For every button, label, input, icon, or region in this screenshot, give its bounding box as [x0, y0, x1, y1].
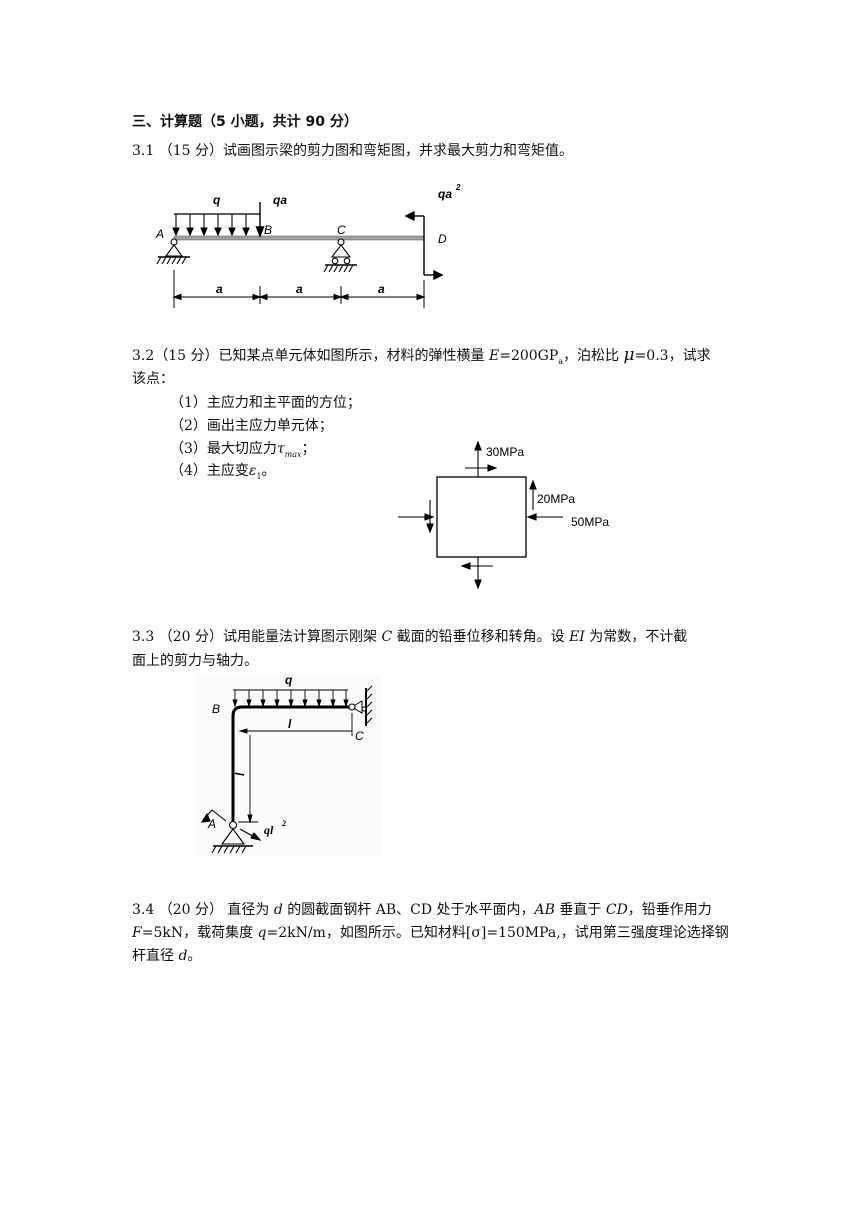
problem-3-2-line1: 3.2（15 分）已知某点单元体如图所示，材料的弹性横量 E=200GPa，泊松…	[132, 345, 711, 366]
label-q: q	[213, 193, 221, 207]
problem-3-4-line1: 3.4 （20 分） 直径为 d 的圆截面钢杆 AB、CD 处于水平面内，AB …	[132, 902, 712, 918]
beam	[173, 235, 425, 241]
dim-a-1: a	[216, 282, 223, 296]
problem-3-4-line3: 杆直径 d。	[132, 948, 202, 964]
label-qa2-exp: 2	[455, 183, 461, 192]
dimension-lines	[172, 270, 426, 308]
problem-3-3-line2: 面上的剪力与轴力。	[132, 653, 258, 669]
stress-arrows	[398, 440, 563, 590]
frame-label-c: C	[355, 729, 364, 743]
problem-3-4-line2: F=5kN，载荷集度 q=2kN/m，如图所示。已知材料[σ]=150MPa,，…	[132, 925, 729, 941]
section-title: 三、计算题（5 小题，共计 90 分）	[132, 114, 358, 130]
couple-moment-a	[200, 809, 262, 841]
stress-element	[436, 476, 527, 558]
label-qa: qa	[273, 193, 287, 207]
label-c-point: C	[337, 223, 346, 237]
frame-dimensions	[238, 713, 353, 824]
distributed-load-arrows	[172, 214, 250, 237]
couple-moment-d	[404, 210, 444, 281]
pin-support-a	[156, 238, 190, 265]
frame-label-a: A	[207, 817, 216, 831]
problem-3-2-item3: （3）最大切应力τmax；	[170, 441, 316, 459]
frame-members	[231, 705, 352, 822]
label-50mpa: 50MPa	[571, 515, 609, 529]
problem-3-2-item4: （4）主应变ε1。	[170, 463, 276, 481]
frame-label-q: q	[285, 673, 293, 687]
roller-support-c	[323, 238, 357, 273]
frame-dim-l-vertical: l	[233, 772, 247, 776]
label-a-point: A	[155, 227, 164, 241]
label-20mpa: 20MPa	[537, 492, 575, 506]
problem-3-2-item2: （2）画出主应力单元体；	[170, 418, 333, 434]
frame-label-b: B	[212, 702, 220, 716]
label-d-point: D	[438, 232, 447, 246]
wall-support-c	[348, 685, 373, 726]
problem-3-2-line2: 该点：	[132, 371, 174, 387]
label-30mpa: 30MPa	[486, 445, 524, 459]
label-qa2: qa	[438, 187, 452, 201]
label-b-point: B	[264, 223, 272, 237]
frame-load-arrows	[232, 690, 349, 708]
pin-support-frame-a	[211, 820, 253, 854]
frame-dim-l-horizontal: l	[288, 717, 292, 731]
problem-3-2-item1: （1）主应力和主平面的方位；	[170, 395, 361, 411]
dim-a-3: a	[378, 282, 385, 296]
frame-label-ql: ql	[264, 823, 274, 837]
dim-a-2: a	[296, 282, 303, 296]
frame-label-ql-exp: 2	[281, 819, 286, 828]
problem-3-3-line1: 3.3 （20 分）试用能量法计算图示刚架 C 截面的铅垂位移和转角。设 EI …	[132, 629, 688, 645]
point-load-qa	[255, 202, 265, 238]
problem-3-1-text: 3.1 （15 分）试画图示梁的剪力图和弯矩图，并求最大剪力和弯矩值。	[132, 143, 573, 159]
